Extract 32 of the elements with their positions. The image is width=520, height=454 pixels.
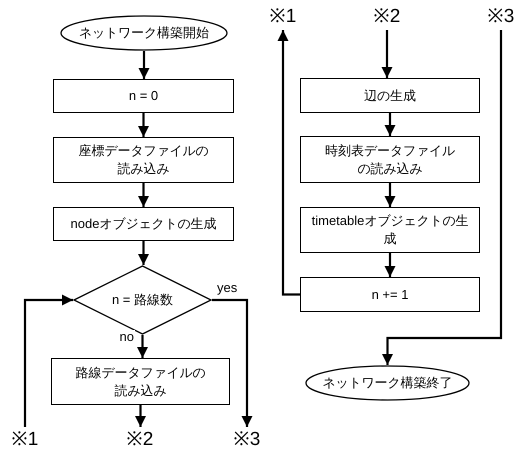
arrow	[384, 113, 396, 136]
connector-mark: ※2	[368, 4, 406, 30]
arrow	[138, 113, 149, 137]
arrow	[382, 30, 392, 78]
arrow	[24, 294, 73, 427]
arrow	[135, 405, 146, 427]
arrow	[137, 335, 148, 358]
arrow	[138, 51, 150, 79]
arrow	[382, 30, 502, 365]
arrow	[384, 183, 396, 207]
connector-mark: ※3	[482, 4, 520, 30]
decision-diamond: n = 路線数	[73, 265, 212, 335]
arrow	[384, 253, 396, 277]
connector-mark: ※2	[121, 427, 159, 453]
process-box: 時刻表データファイルの読み込み	[300, 136, 480, 183]
terminal-ellipse: ネットワーク構築開始	[60, 15, 228, 51]
process-box: timetableオブジェクトの生成	[300, 207, 480, 253]
terminal-ellipse: ネットワーク構築終了	[305, 365, 470, 401]
process-box: 辺の生成	[300, 78, 480, 113]
process-box: 座標データファイルの読み込み	[53, 137, 234, 183]
connector-mark: ※1	[6, 427, 44, 453]
connector-mark: ※3	[228, 427, 266, 453]
arrow	[212, 298, 252, 427]
process-box: nodeオブジェクトの生成	[53, 207, 234, 241]
connector-mark: ※1	[264, 4, 302, 30]
arrow	[278, 30, 300, 296]
arrow	[138, 241, 149, 265]
process-box: n = 0	[53, 79, 234, 113]
edge-label: no	[118, 330, 135, 344]
arrow	[138, 183, 149, 207]
process-box: 路線データファイルの読み込み	[51, 358, 230, 405]
process-box: n += 1	[300, 277, 480, 312]
